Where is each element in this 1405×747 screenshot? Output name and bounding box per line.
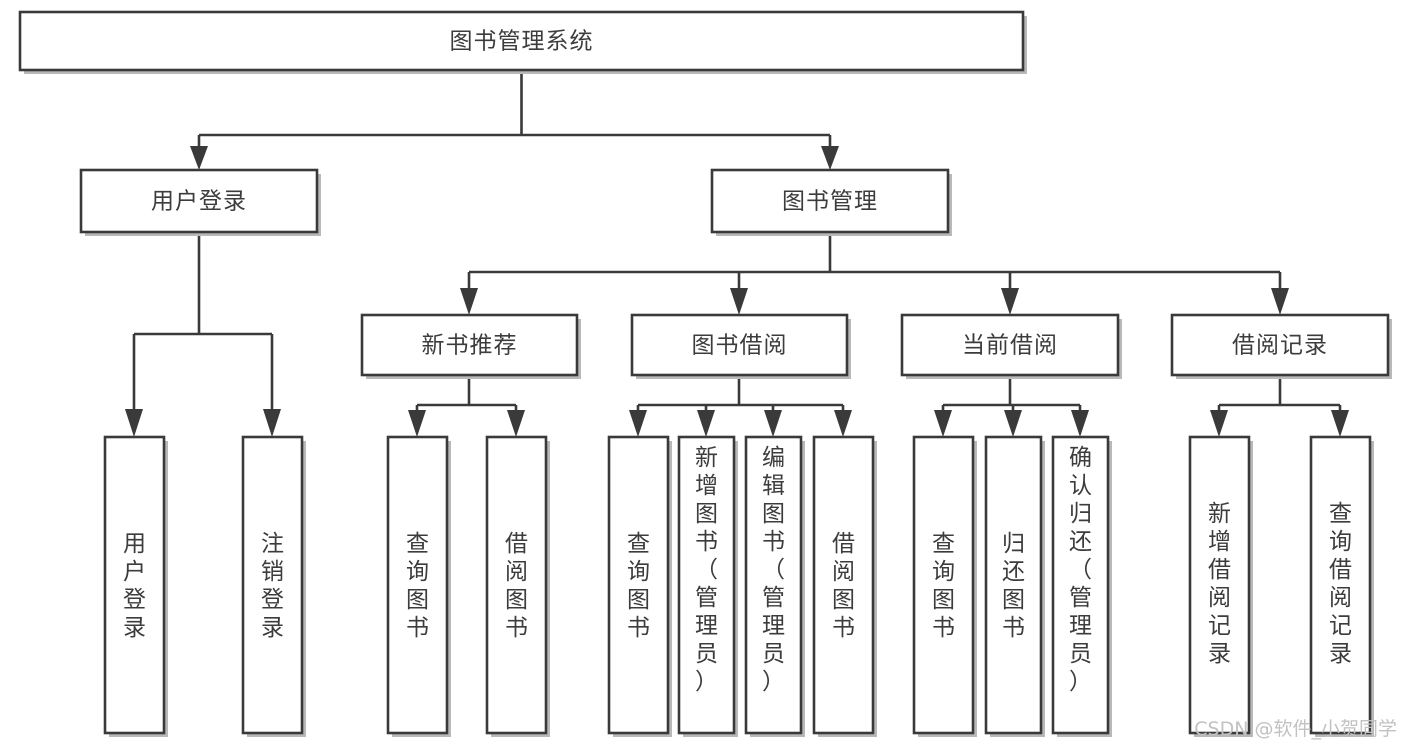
leaf-user-login-box xyxy=(103,435,166,735)
arrowhead-current-borrow xyxy=(1001,288,1019,315)
leaf-add-book-label: 新增图书（管理员） xyxy=(695,445,718,695)
leaf-node-layer: 用户登录 注销登录 查询图书 借阅图书 查询图书 新增图书（管理员） 编辑图书（管理员） 借阅… xyxy=(103,435,1374,737)
node-leaf-query-book-1[interactable]: 查询图书 xyxy=(386,435,451,737)
connector-layer xyxy=(125,70,1349,437)
leaf-add-borrow-record-label: 新增借阅记录 xyxy=(1208,501,1231,667)
leaf-confirm-return-box xyxy=(1051,435,1110,735)
node-leaf-add-borrow-record[interactable]: 新增借阅记录 xyxy=(1188,435,1253,737)
node-current-borrow[interactable]: 当前借阅 xyxy=(900,313,1122,379)
node-book-borrow[interactable]: 图书借阅 xyxy=(630,313,851,379)
arrowhead-leaf-user-login xyxy=(125,409,143,437)
arrowhead-leaf-query-borrow-record xyxy=(1331,410,1349,437)
arrowhead-book-borrow xyxy=(730,288,748,315)
leaf-query-book-2-box xyxy=(607,435,670,735)
leaf-query-borrow-record-box xyxy=(1309,435,1372,735)
leaf-logout-label: 注销登录 xyxy=(261,531,284,641)
book-manage-box xyxy=(710,168,950,234)
node-leaf-add-book[interactable]: 新增图书（管理员） xyxy=(677,435,738,737)
arrowhead-leaf-query-book-3 xyxy=(934,410,952,437)
arrowhead-leaf-add-book xyxy=(697,410,715,437)
leaf-borrow-book-2-label: 借阅图书 xyxy=(832,531,855,641)
leaf-query-borrow-record-label: 查询借阅记录 xyxy=(1329,501,1352,667)
root-label: 图书管理系统 xyxy=(450,29,594,55)
leaf-edit-book-label: 编辑图书（管理员） xyxy=(762,445,785,695)
leaf-query-book-3-box xyxy=(912,435,975,735)
node-leaf-query-book-3[interactable]: 查询图书 xyxy=(912,435,977,737)
arrowhead-leaf-confirm-return xyxy=(1071,410,1089,437)
node-leaf-borrow-book-2[interactable]: 借阅图书 xyxy=(812,435,877,737)
leaf-query-book-2-label: 查询图书 xyxy=(627,531,650,641)
node-leaf-confirm-return[interactable]: 确认归还（管理员） xyxy=(1051,435,1112,737)
book-borrow-label: 图书借阅 xyxy=(692,333,788,359)
arrowhead-leaf-borrow-book-2 xyxy=(834,410,852,437)
arrowhead-user-login xyxy=(190,146,208,170)
new-book-recommend-label: 新书推荐 xyxy=(422,333,518,359)
leaf-add-book-box xyxy=(677,435,736,735)
arrowhead-leaf-logout xyxy=(263,409,281,437)
user-login-box xyxy=(79,168,319,234)
borrow-record-label: 借阅记录 xyxy=(1232,333,1328,359)
arrowhead-leaf-return-book xyxy=(1004,410,1022,437)
arrowhead-leaf-add-borrow-record xyxy=(1210,410,1228,437)
csdn-watermark: CSDN @软件_小贺同学 xyxy=(1194,718,1397,740)
arrowhead-borrow-record xyxy=(1271,288,1289,315)
new-book-recommend-box xyxy=(360,313,579,377)
leaf-confirm-return-label: 确认归还（管理员） xyxy=(1069,445,1092,695)
leaf-edit-book-box xyxy=(744,435,803,735)
leaf-query-book-3-label: 查询图书 xyxy=(932,531,955,641)
arrowhead-leaf-query-book-2 xyxy=(629,410,647,437)
leaf-borrow-book-2-box xyxy=(812,435,875,735)
leaf-return-book-label: 归还图书 xyxy=(1002,531,1025,641)
arrowhead-new-book-recommend xyxy=(460,288,478,315)
leaf-add-borrow-record-box xyxy=(1188,435,1251,735)
arrowhead-leaf-edit-book xyxy=(764,410,782,437)
arrowhead-leaf-borrow-book-1 xyxy=(507,410,525,437)
current-borrow-label: 当前借阅 xyxy=(962,333,1058,359)
root-box xyxy=(18,10,1025,72)
node-leaf-logout[interactable]: 注销登录 xyxy=(241,435,306,737)
node-layer: 图书管理系统 用户登录 图书管理 新书推荐 图书 xyxy=(18,10,1392,737)
node-leaf-user-login[interactable]: 用户登录 xyxy=(103,435,168,737)
arrowhead-book-manage xyxy=(821,146,839,170)
leaf-query-book-1-label: 查询图书 xyxy=(406,531,429,641)
leaf-logout-box xyxy=(241,435,304,735)
book-borrow-box xyxy=(630,313,849,377)
arrowhead-leaf-query-book-1 xyxy=(408,410,426,437)
leaf-borrow-book-1-box xyxy=(485,435,548,735)
node-leaf-borrow-book-1[interactable]: 借阅图书 xyxy=(485,435,550,737)
borrow-record-box xyxy=(1170,313,1390,377)
node-borrow-record[interactable]: 借阅记录 xyxy=(1170,313,1392,379)
node-root[interactable]: 图书管理系统 xyxy=(18,10,1027,74)
leaf-borrow-book-1-label: 借阅图书 xyxy=(505,531,528,641)
book-manage-label: 图书管理 xyxy=(782,189,878,215)
node-leaf-return-book[interactable]: 归还图书 xyxy=(984,435,1045,737)
current-borrow-box xyxy=(900,313,1120,377)
node-leaf-query-borrow-record[interactable]: 查询借阅记录 xyxy=(1309,435,1374,737)
node-new-book-recommend[interactable]: 新书推荐 xyxy=(360,313,581,379)
node-user-login[interactable]: 用户登录 xyxy=(79,168,321,236)
node-leaf-query-book-2[interactable]: 查询图书 xyxy=(607,435,672,737)
leaf-user-login-label: 用户登录 xyxy=(123,531,146,641)
leaf-query-book-1-box xyxy=(386,435,449,735)
node-leaf-edit-book[interactable]: 编辑图书（管理员） xyxy=(744,435,805,737)
user-login-label: 用户登录 xyxy=(151,189,247,215)
node-book-manage[interactable]: 图书管理 xyxy=(710,168,952,236)
leaf-return-book-box xyxy=(984,435,1043,735)
